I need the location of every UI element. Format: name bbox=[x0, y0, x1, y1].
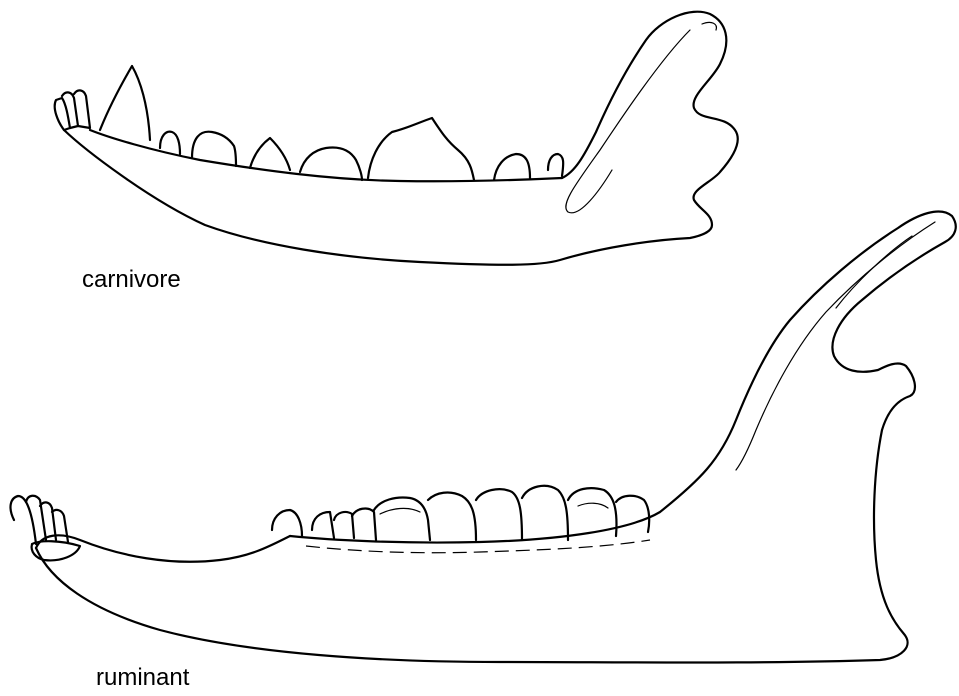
carnivore-jaw-outline bbox=[64, 12, 738, 265]
carnivore-cheek-teeth bbox=[160, 118, 563, 180]
ruminant-diastema-line bbox=[36, 535, 290, 561]
ruminant-ramus-line bbox=[736, 222, 935, 470]
ruminant-incisors bbox=[11, 496, 80, 561]
carnivore-incisors bbox=[55, 90, 90, 130]
carnivore-label: carnivore bbox=[82, 268, 181, 292]
carnivore-ramus-line bbox=[702, 22, 716, 30]
carnivore-jaw bbox=[55, 12, 738, 265]
carnivore-condyle-line bbox=[566, 30, 690, 213]
ruminant-coronoid-line bbox=[836, 236, 912, 308]
ruminant-label: ruminant bbox=[96, 666, 189, 690]
carnivore-canine bbox=[100, 66, 150, 140]
